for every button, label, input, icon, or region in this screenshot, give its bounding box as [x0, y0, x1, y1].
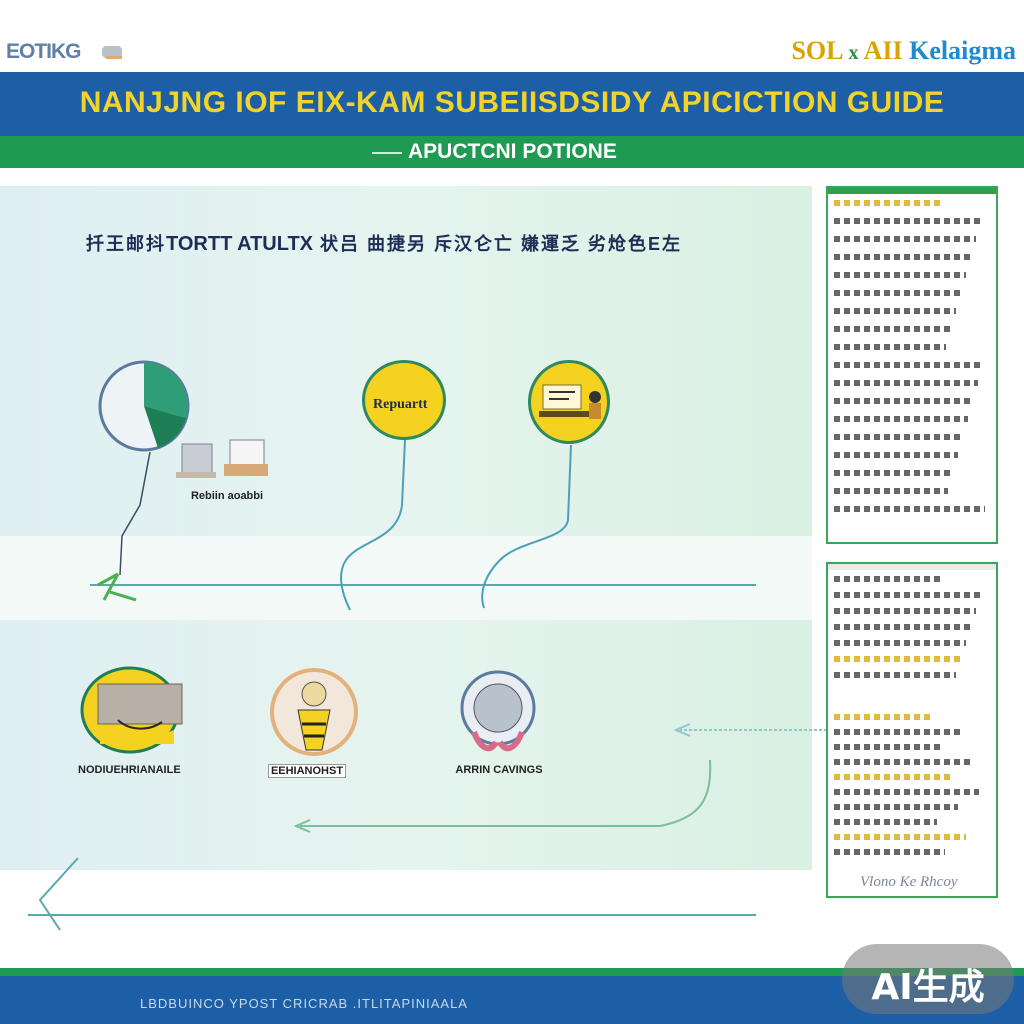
step-2-circle: Repuartt	[362, 360, 446, 440]
side-text-line	[834, 834, 966, 840]
side-text-line	[834, 380, 978, 386]
step-1-docs	[176, 438, 276, 482]
folder-hands-icon	[80, 666, 183, 754]
arrow-mark-1	[97, 572, 137, 602]
side-panel-bottom-bar	[828, 564, 996, 570]
side-text-line	[834, 452, 958, 458]
document-tray-icon	[176, 439, 268, 478]
side-signature: Vlono Ke Rhcoy	[860, 874, 958, 890]
section-heading: 扦王邮抖TORTT ATULTX 状吕 曲捷另 斥汉仑亡 嫌運乏 劣炝色E左	[86, 230, 682, 256]
side-text-line	[834, 714, 934, 720]
side-text-line	[834, 236, 976, 242]
footer-green-strip	[0, 968, 1024, 976]
step-2-text: Repuartt	[373, 397, 428, 412]
connector-2	[340, 439, 406, 611]
logo-right-ai: AII	[863, 36, 903, 65]
side-text-line	[834, 804, 958, 810]
subtitle-band: APUCTCNI POTIONE	[0, 136, 1024, 168]
heading-text: TORTT ATULTX	[166, 233, 314, 255]
side-text-line	[834, 272, 966, 278]
shield-pie-icon	[98, 360, 190, 452]
logo-right-x: x	[848, 42, 859, 64]
side-text-line	[834, 488, 948, 494]
side-text-line	[834, 344, 946, 350]
heading-suffix-glyphs: 状吕 曲捷另 斥汉仑亡 嫌運乏 劣炝色E左	[313, 234, 683, 254]
heading-prefix-glyphs: 扦王邮抖	[86, 234, 166, 254]
page-subtitle: APUCTCNI POTIONE	[408, 140, 617, 163]
side-arrow-head	[673, 723, 691, 737]
globe-hands-icon	[460, 670, 536, 752]
page-title: NANJJNG IOF EIX-KAM SUBEIISDSIDY APICICT…	[79, 86, 945, 119]
pen-icon	[102, 46, 122, 59]
return-arrow-head	[293, 819, 311, 833]
connector-1	[119, 451, 151, 576]
side-text-line	[834, 290, 961, 296]
side-text-line	[834, 416, 968, 422]
side-text-line	[834, 326, 951, 332]
step-1-shield	[98, 358, 194, 454]
logo-left-text: EOTIKG	[6, 40, 82, 63]
side-text-line	[834, 789, 979, 795]
step-5	[268, 666, 362, 760]
side-text-line	[834, 576, 944, 582]
side-text-line	[834, 744, 942, 750]
step-6-label: ARRIN CAVINGS	[455, 764, 543, 776]
logo-right: SOL x AII Kelaigma	[791, 36, 1016, 68]
footer-text: LBDBUINCO YPOST CRICRAB .ITLITAPINIAALA	[140, 996, 468, 1011]
side-text-line	[834, 640, 966, 646]
subtitle-dash	[372, 152, 402, 154]
side-text-line	[834, 774, 950, 780]
laptop-person-icon	[539, 384, 601, 419]
side-text-line	[834, 254, 971, 260]
person-submit-icon	[270, 668, 358, 756]
side-text-line	[834, 362, 983, 368]
side-text-line	[834, 849, 945, 855]
side-text-line	[834, 218, 981, 224]
side-panel-bottom	[826, 562, 998, 898]
side-text-line	[834, 470, 953, 476]
side-panel-top-bar	[828, 188, 996, 194]
side-panel-top	[826, 186, 998, 544]
side-text-line	[834, 672, 956, 678]
step-4	[78, 660, 188, 756]
side-text-line	[834, 592, 981, 598]
side-text-line	[834, 729, 963, 735]
ai-generated-text: AI生成	[871, 967, 985, 1008]
side-text-line	[834, 819, 937, 825]
side-text-line	[834, 759, 971, 765]
step-6	[456, 664, 540, 760]
connector-bottom	[38, 857, 79, 931]
panel-gap	[0, 536, 812, 620]
logo-left: EOTIKG	[4, 36, 144, 76]
title-band: NANJJNG IOF EIX-KAM SUBEIISDSIDY APICICT…	[0, 72, 1024, 136]
step-3-circle	[528, 360, 610, 444]
side-text-line	[834, 624, 971, 630]
step-4-label: NODIUEHRIANAILE	[78, 764, 181, 776]
side-text-line	[834, 308, 956, 314]
side-text-line	[834, 656, 961, 662]
side-text-line	[834, 434, 963, 440]
side-text-line	[834, 608, 976, 614]
side-text-line	[834, 200, 944, 206]
ai-generated-badge: AI生成	[842, 944, 1014, 1014]
return-arrow	[300, 759, 712, 827]
side-text-line	[834, 398, 973, 404]
step-1-label: Rebiin aoabbi	[190, 490, 264, 502]
logo-right-k: Kelaigma	[909, 36, 1016, 65]
connector-3	[481, 444, 572, 609]
step-5-label: EEHIANOHST	[268, 764, 346, 778]
side-text-line	[834, 506, 985, 512]
logo-right-sol: SOL	[791, 36, 843, 65]
